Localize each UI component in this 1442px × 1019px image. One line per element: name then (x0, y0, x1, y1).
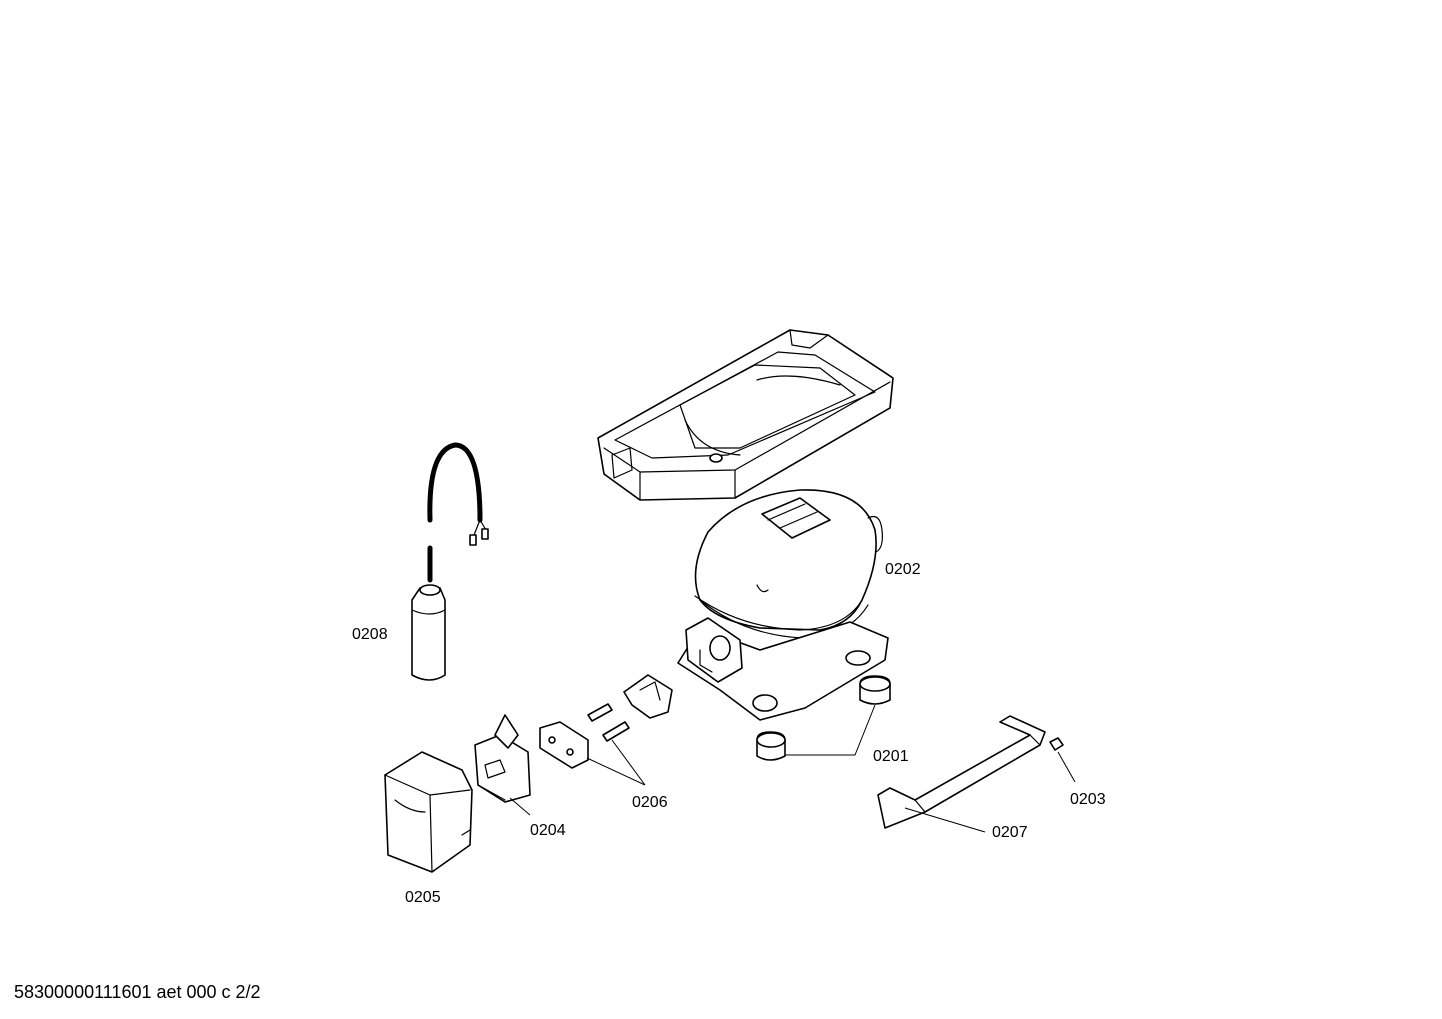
document-footer-code: 58300000111601 aet 000 c 2/2 (14, 982, 261, 1002)
capacitor-with-cable (411, 442, 489, 681)
bracket-bar (877, 715, 1046, 829)
starter-relay (474, 714, 531, 803)
clip (1049, 737, 1064, 751)
label-0203: 0203 (1070, 791, 1106, 808)
label-0208: 0208 (352, 626, 388, 643)
drip-tray (597, 329, 894, 501)
label-0207: 0207 (992, 824, 1028, 841)
label-0205: 0205 (405, 889, 441, 906)
label-0202: 0202 (885, 561, 921, 578)
label-0201: 0201 (873, 748, 909, 765)
relay-cover (384, 751, 473, 873)
rubber-grommets (756, 675, 891, 761)
terminal-block-and-screws (539, 674, 673, 769)
label-0206: 0206 (632, 794, 668, 811)
compressor (677, 489, 889, 721)
leader-lines (509, 704, 1076, 833)
label-0204: 0204 (530, 822, 566, 839)
